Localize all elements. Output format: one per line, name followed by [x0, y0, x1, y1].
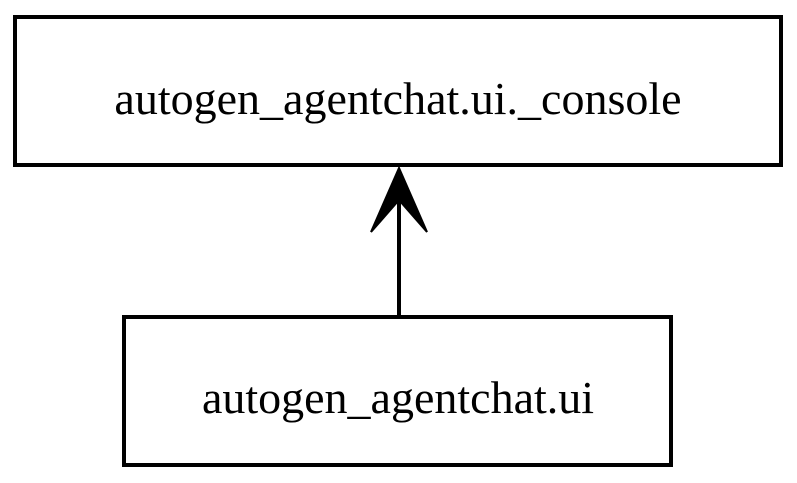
node-console-box — [13, 15, 783, 167]
node-ui: autogen_agentchat.ui — [122, 315, 673, 467]
edge-ui-to-console — [370, 165, 428, 316]
node-console: autogen_agentchat.ui._console — [13, 15, 783, 167]
arrowhead-icon — [370, 165, 428, 233]
node-console-label: autogen_agentchat.ui._console — [114, 73, 681, 124]
node-ui-label: autogen_agentchat.ui — [202, 372, 594, 423]
node-ui-box — [122, 315, 673, 467]
